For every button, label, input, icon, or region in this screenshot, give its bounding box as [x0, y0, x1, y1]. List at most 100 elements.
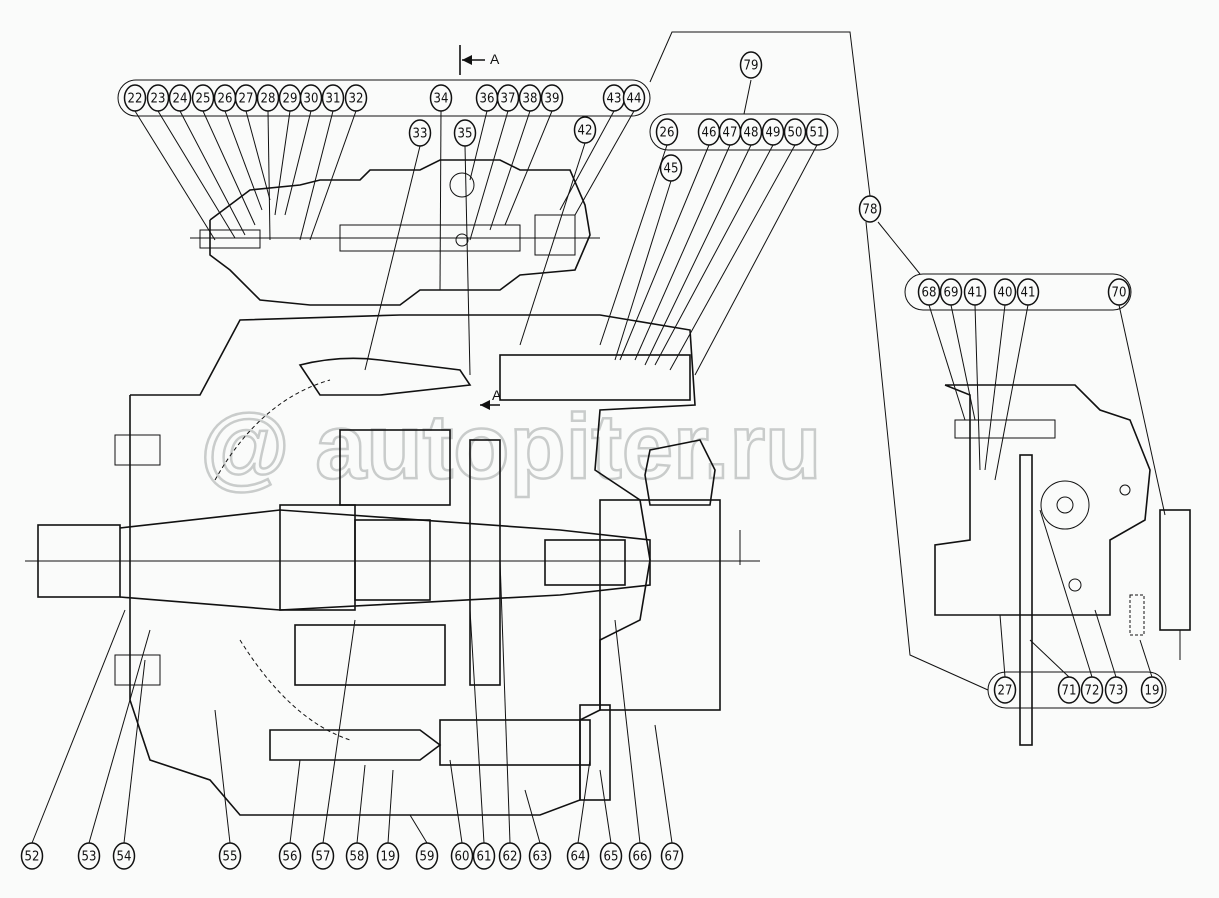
leader-line: [950, 304, 976, 421]
callout-number: 67: [665, 850, 680, 865]
callout-balloon: [1140, 676, 1164, 704]
callout-26: 26: [599, 118, 679, 346]
leader-line: [524, 789, 541, 844]
callout-balloon: [168, 84, 192, 112]
callout-number: 25: [196, 92, 211, 107]
leader-78a: [877, 221, 921, 275]
callout-number: 72: [1085, 684, 1100, 699]
callout-balloon: [146, 84, 170, 112]
callout-number: 26: [218, 92, 233, 107]
leader-line: [322, 619, 356, 844]
callout-balloon: [191, 84, 215, 112]
callout-balloon: [1080, 676, 1104, 704]
callout-49: 49: [654, 118, 785, 366]
callout-number: 55: [223, 850, 238, 865]
leader-line: [289, 759, 301, 844]
callout-57: 57: [311, 619, 356, 870]
callout-balloon: [77, 842, 101, 870]
callout-number: 36: [480, 92, 495, 107]
callout-balloon: [573, 116, 597, 144]
callout-79: 79: [739, 51, 763, 79]
callout-balloon: [20, 842, 44, 870]
leader-line: [469, 110, 509, 241]
leader-line: [364, 145, 421, 371]
leader-line: [179, 110, 246, 236]
callout-42: 42: [519, 116, 597, 346]
leader-line: [134, 110, 216, 241]
callout-number: 66: [633, 850, 648, 865]
leader-line: [519, 142, 586, 346]
callout-number: 57: [316, 850, 331, 865]
callout-balloon: [739, 118, 763, 146]
callout-balloon: [528, 842, 552, 870]
leader-line: [387, 769, 394, 844]
callout-number: 47: [723, 126, 738, 141]
leader-line: [599, 769, 612, 844]
callout-34: 34: [429, 84, 453, 291]
leader-line: [574, 110, 635, 216]
leader-line: [644, 144, 752, 366]
callout-balloon: [628, 842, 652, 870]
callout-number: 70: [1112, 286, 1127, 301]
callout-number: 63: [533, 850, 548, 865]
callout-number: 64: [571, 850, 586, 865]
callout-30: 30: [284, 84, 323, 216]
callout-55: 55: [214, 709, 242, 870]
leader-line: [669, 144, 796, 371]
callout-number: 68: [922, 286, 937, 301]
callout-balloon: [659, 154, 683, 182]
callout-41: 41: [994, 278, 1040, 481]
leader-line: [449, 759, 463, 844]
callout-number: 43: [607, 92, 622, 107]
callout-number: 71: [1062, 684, 1077, 699]
callout-balloon: [566, 842, 590, 870]
callout-number: 35: [458, 127, 473, 142]
callout-number: 73: [1109, 684, 1124, 699]
callout-78: 78: [858, 195, 882, 223]
callout-73: 73: [1094, 609, 1128, 704]
callout-31: 31: [299, 84, 345, 241]
callout-balloon: [408, 119, 432, 147]
leader-line: [284, 110, 312, 216]
leader-group-top: [649, 31, 871, 197]
callout-38: 38: [489, 84, 542, 231]
callout-72: 72: [1039, 509, 1104, 704]
leader-line: [439, 110, 442, 291]
callout-69: 69: [939, 278, 976, 421]
callout-balloon: [256, 84, 280, 112]
callout-40: 40: [984, 278, 1017, 471]
callout-number: 40: [998, 286, 1013, 301]
callout-68: 68: [917, 278, 966, 421]
callout-number: 78: [863, 203, 878, 218]
callout-54: 54: [112, 659, 146, 870]
callout-number: 56: [283, 850, 298, 865]
callout-balloon: [299, 84, 323, 112]
callout-19: 19: [376, 769, 400, 870]
callout-balloon: [376, 842, 400, 870]
leader-line: [409, 814, 428, 844]
leader-line: [577, 759, 591, 844]
callout-number: 30: [304, 92, 319, 107]
callout-number: 53: [82, 850, 97, 865]
callout-balloon: [660, 842, 684, 870]
callout-number: 19: [381, 850, 396, 865]
callout-balloon: [496, 84, 520, 112]
callout-number: 39: [545, 92, 560, 107]
callout-71: 71: [1029, 639, 1081, 704]
leader-line: [614, 619, 641, 844]
callout-balloon: [993, 278, 1017, 306]
callout-51: 51: [694, 118, 829, 376]
leader-line: [1029, 639, 1070, 678]
leader-line: [654, 144, 774, 366]
leader-line: [694, 144, 818, 376]
callout-number: 52: [25, 850, 40, 865]
callout-32: 32: [309, 84, 368, 241]
callout-number: 19: [1145, 684, 1160, 699]
callout-59: 59: [409, 814, 439, 870]
callout-46: 46: [619, 118, 721, 361]
callout-61: 61: [469, 609, 496, 870]
callout-balloon: [344, 84, 368, 112]
